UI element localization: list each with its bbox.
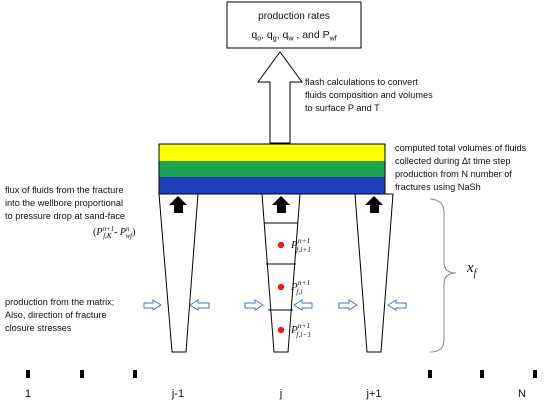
cell-dot-top xyxy=(277,241,285,249)
flash-note-line1: flash calculations to convert xyxy=(305,77,418,87)
flux-note-line2: into the wellbore proportional xyxy=(5,198,123,208)
flash-up-arrow xyxy=(257,51,303,144)
well-tick xyxy=(26,370,30,378)
production-rates-box xyxy=(226,1,362,49)
flash-note-line2: fluids composition and volumes xyxy=(305,90,433,100)
fluid-layer-blue xyxy=(159,177,385,194)
flux-arrow-middle-icon xyxy=(272,196,290,213)
well-label-j-minus-1: j-1 xyxy=(171,388,184,400)
xf-label: xf xyxy=(466,260,478,279)
fracture-middle xyxy=(261,193,301,353)
cell-dot-bottom xyxy=(277,326,285,334)
flux-note-line3: to pressure drop at sand-face xyxy=(5,211,125,221)
fluid-layer-yellow xyxy=(159,144,385,161)
flux-note-line1: flux of fluids from the fracture xyxy=(5,185,123,195)
fracture-left xyxy=(158,193,199,353)
flux-arrow-right-icon xyxy=(365,196,383,213)
matrix-note-line3: closure stresses xyxy=(5,323,72,333)
fluid-layer-green xyxy=(159,161,385,177)
well-tick xyxy=(133,370,137,378)
volumes-note-line1: computed total volumes of fluids xyxy=(395,143,527,153)
volumes-note-line2: collected during Δt time step xyxy=(395,156,510,166)
production-rates-title: production rates xyxy=(258,11,330,22)
well-label-1: 1 xyxy=(25,388,31,400)
well-label-j: j xyxy=(279,388,282,400)
well-tick xyxy=(80,370,84,378)
matrix-arrow-mid-1-icon xyxy=(244,299,264,311)
matrix-note-line2: Also, direction of fracture xyxy=(5,310,107,320)
xf-brace xyxy=(429,198,457,353)
well-tick xyxy=(428,370,432,378)
flash-note-line3: to surface P and T xyxy=(305,103,380,113)
well-tick xyxy=(480,370,484,378)
production-rates-variables: qo, qg, qw , and Pwf xyxy=(251,29,336,43)
well-label-N: N xyxy=(518,388,526,400)
matrix-arrow-right-1-icon xyxy=(338,299,358,311)
volumes-note-line4: fractures using NaSh xyxy=(395,182,481,192)
well-tick xyxy=(533,370,537,378)
flux-arrow-left-icon xyxy=(169,196,187,213)
well-label-j-plus-1: j+1 xyxy=(366,388,382,400)
fracture-right xyxy=(354,193,394,353)
volumes-note-line3: production from N number of xyxy=(395,169,512,179)
matrix-arrow-mid-2-icon xyxy=(293,299,313,311)
cell-dot-middle xyxy=(277,283,285,291)
matrix-arrow-left-1-icon xyxy=(143,299,162,311)
matrix-arrow-left-2-icon xyxy=(189,299,210,311)
matrix-arrow-right-2-icon xyxy=(387,299,407,311)
matrix-note-line1: production from the matrix; xyxy=(5,297,114,307)
